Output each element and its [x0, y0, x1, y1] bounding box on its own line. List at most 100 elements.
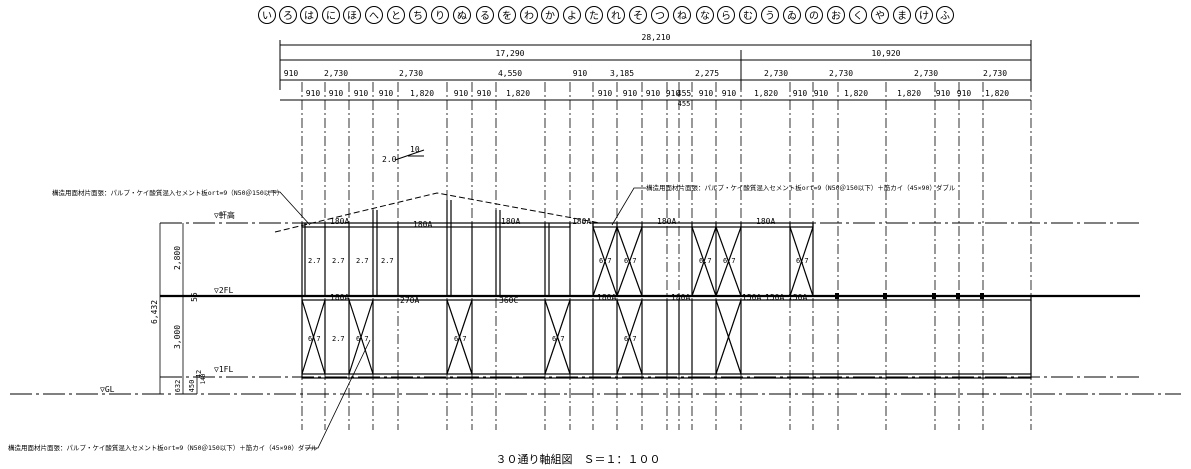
- wall-ratio: 6.7: [723, 257, 736, 265]
- grid-axis-label: に: [322, 6, 340, 24]
- grid-axis-label: の: [805, 6, 823, 24]
- grid-axis-label: か: [541, 6, 559, 24]
- note-upper-left: 構造用面材片面張：パルプ・ケイ酸質混入セメント板ort=9（N50＠150以下）: [52, 188, 283, 197]
- dim-row1-value: 910: [573, 69, 588, 78]
- svg-text:む: む: [743, 10, 753, 22]
- wall-ratio: 2.7: [356, 257, 369, 265]
- svg-text:に: に: [326, 10, 336, 22]
- svg-text:ゐ: ゐ: [787, 10, 797, 22]
- svg-text:よ: よ: [567, 10, 577, 22]
- svg-text:た: た: [589, 10, 599, 22]
- grid-axis-label: そ: [629, 6, 647, 24]
- frame-members: [301, 200, 1032, 379]
- grid-axis-label: ま: [893, 6, 911, 24]
- dim-row2-value: 1,820: [506, 89, 530, 98]
- dim-row2-value: 910: [598, 89, 613, 98]
- dim-row2-value: 910: [814, 89, 829, 98]
- dim-row1-value: 3,185: [610, 69, 634, 78]
- dim-extra: 455: [678, 100, 691, 108]
- dim-row2-value: 910: [454, 89, 469, 98]
- dim-row2-value: 1,820: [897, 89, 921, 98]
- beam-label: 180A: [413, 220, 432, 229]
- height-base-sub3: 140: [200, 373, 207, 384]
- dim-row2-value: 910: [329, 89, 344, 98]
- wall-ratio: 6.7: [356, 335, 369, 343]
- svg-text:ほ: ほ: [347, 10, 357, 22]
- dim-row2-value: 455: [677, 89, 692, 98]
- grid-axis-label: つ: [651, 6, 669, 24]
- dim-row2-value: 1,820: [985, 89, 1009, 98]
- svg-text:ふ: ふ: [940, 10, 950, 22]
- grid-axis-label: は: [300, 6, 318, 24]
- beam-label: 150A: [788, 293, 807, 302]
- svg-text:そ: そ: [633, 10, 643, 22]
- beam-label: 180A: [330, 293, 349, 302]
- grid-axis-label: ゐ: [783, 6, 801, 24]
- beam-label: 180A: [597, 293, 616, 302]
- beam-labels: 180A 180A 180A 180A 180A 180A 180A 270A …: [330, 217, 807, 305]
- dim-row1-value: 910: [284, 69, 299, 78]
- grid-axis-label: た: [585, 6, 603, 24]
- svg-text:お: お: [831, 10, 841, 22]
- dim-row1: 910 2,730 2,730 4,550 910 3,185 2,275 2,…: [284, 69, 1007, 78]
- dim-row1-value: 2,730: [914, 69, 938, 78]
- beam-label: 150A: [742, 293, 761, 302]
- wall-ratio: 2.7: [308, 257, 321, 265]
- height-base-sub: 450: [188, 380, 196, 393]
- svg-text:ち: ち: [413, 10, 423, 22]
- height-total: 6,432: [150, 300, 159, 324]
- svg-text:く: く: [853, 11, 863, 22]
- drawing-title: ３０通り軸組図 Ｓ＝１：１００: [496, 452, 661, 466]
- wall-ratio: 6.7: [599, 257, 612, 265]
- dim-row2-value: 910: [306, 89, 321, 98]
- grid-axis-label: れ: [607, 6, 625, 24]
- wall-ratio: 6.7: [454, 335, 467, 343]
- dim-row2-value: 910: [722, 89, 737, 98]
- svg-text:け: け: [919, 10, 929, 22]
- wall-ratio: 6.7: [624, 335, 637, 343]
- grid-axis-label: ろ: [279, 6, 297, 24]
- wall-ratio: 2.7: [381, 257, 394, 265]
- wall-ratio: 2.7: [332, 257, 345, 265]
- grid-axis-label: わ: [520, 6, 538, 24]
- wall-ratio: 6.7: [308, 335, 321, 343]
- note-upper-right: 構造用面材片面張：パルプ・ケイ酸質混入セメント板ort=9（N50＠150以下）…: [646, 183, 956, 192]
- svg-text:と: と: [391, 10, 401, 22]
- dim-row1-value: 2,275: [695, 69, 719, 78]
- dim-right: 10,920: [872, 49, 901, 58]
- dim-row2-value: 910: [936, 89, 951, 98]
- leader-lines: [268, 187, 646, 449]
- beam-label: 270A: [400, 296, 419, 305]
- grid-axis-labels: い ろ は に ほ へ と ち り ぬ る を わ か よ た れ そ つ ね …: [258, 6, 954, 24]
- grid-axis-label: ね: [673, 6, 691, 24]
- level-1fl-label: ▽1FL: [214, 365, 233, 374]
- svg-text:ま: ま: [897, 10, 907, 22]
- wall-ratio-labels: 2.7 2.7 2.7 2.7 6.7 6.7 6.7 6.7 6.7 6.7 …: [308, 257, 809, 343]
- grid-axis-label: る: [476, 6, 494, 24]
- beam-label: 180A: [501, 217, 520, 226]
- dimension-lines: [279, 40, 1032, 101]
- wall-ratio: 6.7: [796, 257, 809, 265]
- dim-row2-value: 910: [793, 89, 808, 98]
- note-lower: 構造用面材片面張：パルプ・ケイ酸質混入セメント板ort=9（N50＠150以下）…: [8, 443, 318, 452]
- svg-text:れ: れ: [611, 10, 621, 22]
- beam-label: 180A: [657, 217, 676, 226]
- grid-axis-label: よ: [563, 6, 581, 24]
- dim-left: 17,290: [496, 49, 525, 58]
- svg-text:や: や: [875, 10, 885, 22]
- level-2fl-label: ▽2FL: [214, 286, 233, 295]
- svg-text:わ: わ: [524, 10, 534, 22]
- grid-axis-label: ら: [717, 6, 735, 24]
- svg-text:ろ: ろ: [283, 11, 293, 22]
- beam-label: 180A: [756, 217, 775, 226]
- wall-ratio: 2.7: [332, 335, 345, 343]
- height-base: 632: [174, 380, 182, 393]
- grid-axis-label: う: [761, 6, 779, 24]
- dim-row1-value: 4,550: [498, 69, 522, 78]
- slope-line: [394, 149, 425, 161]
- grid-axis-label: と: [387, 6, 405, 24]
- dim-row1-value: 2,730: [983, 69, 1007, 78]
- grid-axis-label: ふ: [936, 6, 954, 24]
- dim-row2-value: 1,820: [754, 89, 778, 98]
